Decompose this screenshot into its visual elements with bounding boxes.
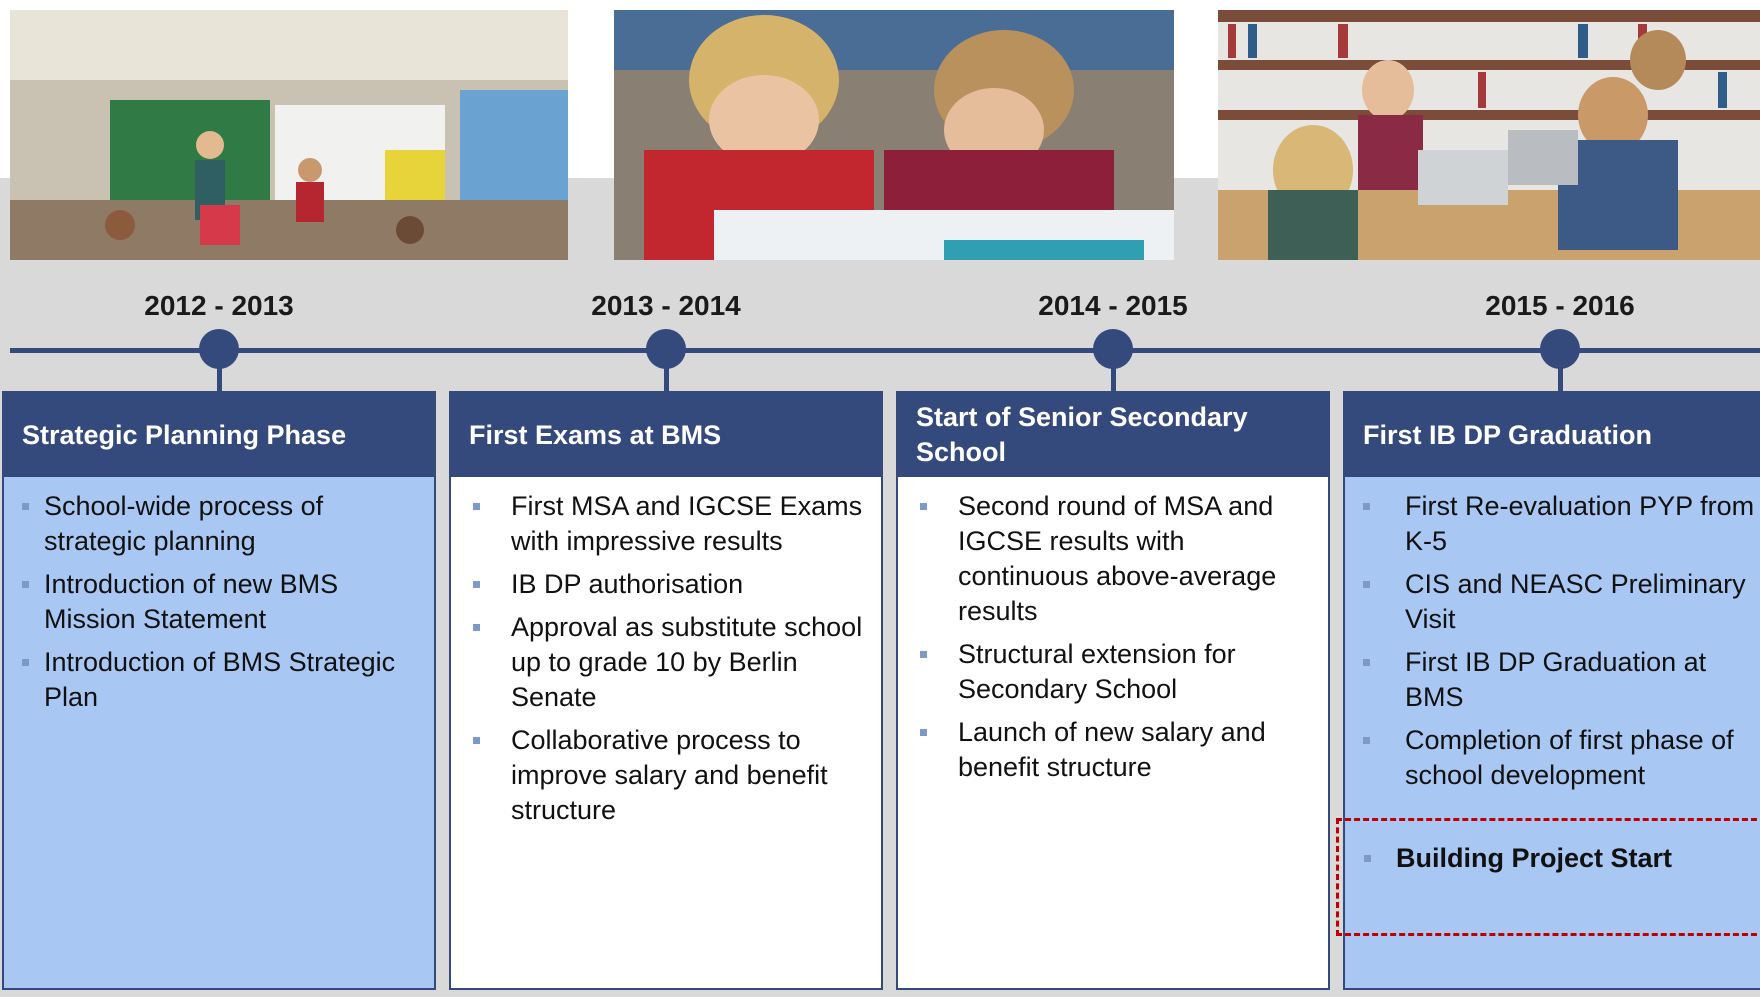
list-item: Introduction of new BMS Mission Statemen…: [20, 567, 426, 637]
card-ib-dp-graduation: First IB DP Graduation First Re-evaluati…: [1343, 391, 1760, 990]
list-item: Second round of MSA and IGCSE results wi…: [914, 489, 1320, 629]
year-label-2: 2013 - 2014: [591, 290, 741, 321]
list-item: Collaborative process to improve salary …: [467, 723, 873, 828]
timeline-stem-4: [1558, 360, 1563, 394]
list-item: IB DP authorisation: [467, 567, 873, 602]
card-title: Strategic Planning Phase: [4, 393, 434, 477]
list-item: Launch of new salary and benefit structu…: [914, 715, 1320, 785]
list-item: CIS and NEASC Preliminary Visit: [1361, 567, 1758, 637]
list-item: School-wide process of strategic plannin…: [20, 489, 426, 559]
card-list: School-wide process of strategic plannin…: [4, 477, 434, 715]
timeline-stem-2: [664, 360, 669, 394]
highlight-item: Building Project Start: [1360, 841, 1672, 876]
card-list: First MSA and IGCSE Exams with impressiv…: [451, 477, 881, 828]
classroom-photo: [10, 10, 568, 260]
card-title: First Exams at BMS: [451, 393, 881, 477]
timeline-stem-1: [217, 360, 222, 394]
card-senior-secondary: Start of Senior Secondary School Second …: [896, 391, 1330, 990]
list-item: Completion of first phase of school deve…: [1361, 723, 1758, 793]
card-first-exams: First Exams at BMS First MSA and IGCSE E…: [449, 391, 883, 990]
list-item: Structural extension for Secondary Schoo…: [914, 637, 1320, 707]
year-label-4: 2015 - 2016: [1485, 290, 1635, 321]
card-list: First Re-evaluation PYP from K-5 CIS and…: [1345, 477, 1760, 793]
card-list: Second round of MSA and IGCSE results wi…: [898, 477, 1328, 785]
card-title: First IB DP Graduation: [1345, 393, 1760, 477]
timeline-stem-3: [1111, 360, 1116, 394]
students-writing-photo: [614, 10, 1174, 260]
library-photo: [1218, 10, 1760, 260]
list-item: Introduction of BMS Strategic Plan: [20, 645, 426, 715]
timeline-axis: [10, 348, 1760, 353]
list-item: First Re-evaluation PYP from K-5: [1361, 489, 1758, 559]
list-item: First MSA and IGCSE Exams with impressiv…: [467, 489, 873, 559]
list-item: Approval as substitute school up to grad…: [467, 610, 873, 715]
card-strategic-planning: Strategic Planning Phase School-wide pro…: [2, 391, 436, 990]
list-item: First IB DP Graduation at BMS: [1361, 645, 1758, 715]
year-label-1: 2012 - 2013: [144, 290, 294, 321]
card-title: Start of Senior Secondary School: [898, 393, 1328, 477]
year-label-3: 2014 - 2015: [1038, 290, 1188, 321]
highlight-box: [1336, 818, 1760, 936]
